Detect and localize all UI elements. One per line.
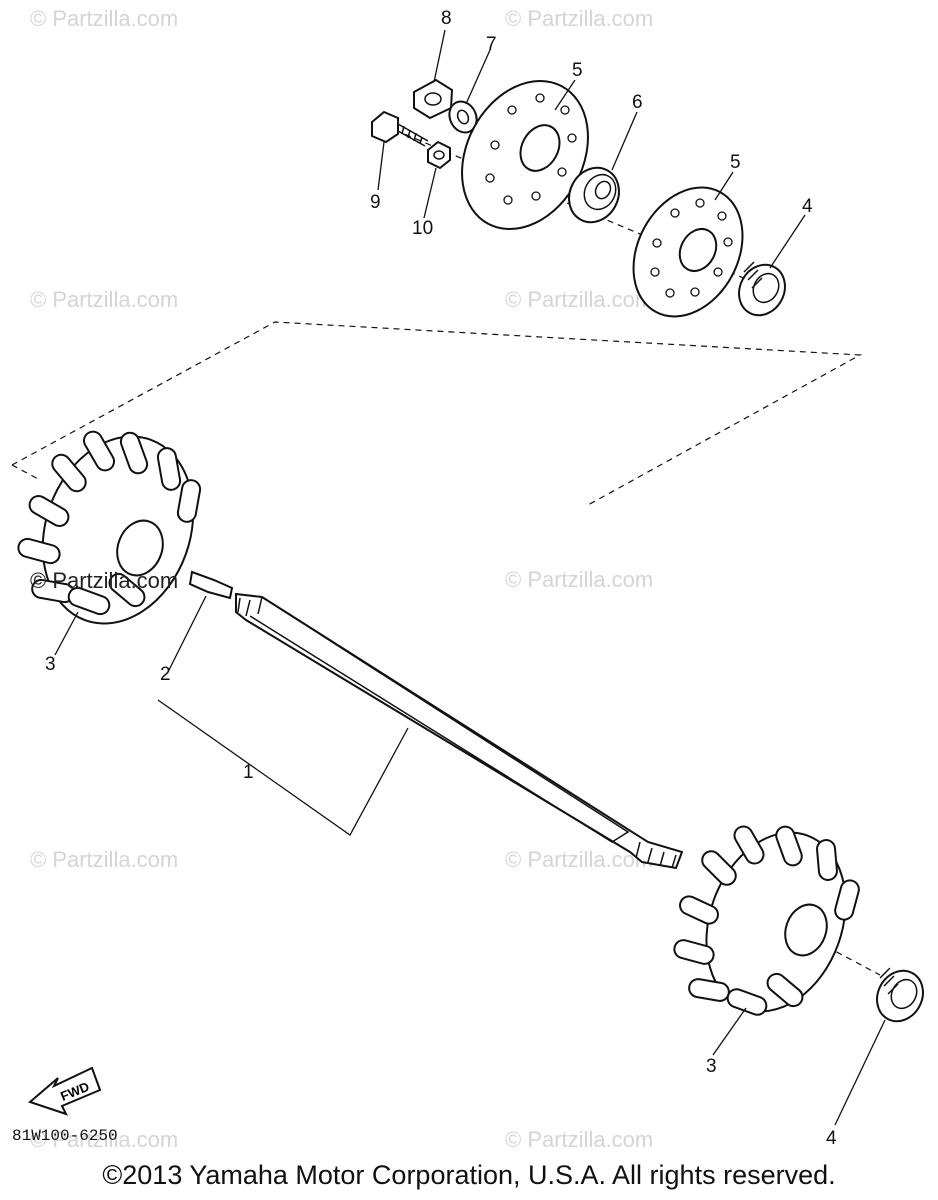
part-3-sprocket-right xyxy=(673,825,860,1016)
part-2-key xyxy=(188,570,234,600)
watermark: © Partzilla.com xyxy=(505,567,654,592)
watermark: © Partzilla.com xyxy=(505,1127,654,1152)
part-9-bolt xyxy=(371,110,429,147)
fwd-arrow-icon: FWD xyxy=(28,1066,102,1116)
watermark: © Partzilla.com xyxy=(30,6,179,31)
leader-5-lower xyxy=(714,171,734,201)
leader-4-lower xyxy=(834,1019,886,1126)
leader-10 xyxy=(423,167,437,219)
part-5-plate-upper xyxy=(461,79,589,231)
watermark: © Partzilla.com xyxy=(505,6,654,31)
callout-5-lower: 5 xyxy=(730,152,741,173)
leader-3-left xyxy=(54,611,79,656)
watermark: © Partzilla.com xyxy=(30,847,179,872)
callout-8: 8 xyxy=(441,8,452,29)
leader-2 xyxy=(167,595,207,673)
leader-8 xyxy=(433,29,446,83)
part-7-washer xyxy=(448,100,478,134)
part-8-nut xyxy=(413,78,454,120)
watermark: © Partzilla.com xyxy=(505,287,654,312)
callout-3-left: 3 xyxy=(45,654,56,675)
part-4-clamp-upper xyxy=(738,261,786,317)
part-4-clamp-lower xyxy=(876,967,924,1023)
leader-6 xyxy=(611,111,638,171)
part-10-nut xyxy=(427,140,451,170)
watermark-center: © Partzilla.com xyxy=(30,568,179,593)
diagram-code: 81W100-6250 xyxy=(12,1127,118,1145)
callout-1: 1 xyxy=(243,762,254,783)
watermark: © Partzilla.com xyxy=(30,1127,179,1152)
callout-4-upper: 4 xyxy=(802,196,813,217)
callout-5-upper: 5 xyxy=(572,60,583,81)
leader-3-right xyxy=(712,1007,747,1056)
part-5-plate-lower xyxy=(632,186,744,318)
part-1-bracket xyxy=(157,699,409,836)
callout-7: 7 xyxy=(486,34,497,55)
callout-9: 9 xyxy=(370,192,381,213)
leader-7 xyxy=(465,49,491,105)
callout-3-right: 3 xyxy=(706,1056,717,1077)
leader-9 xyxy=(377,141,385,191)
leader-4-upper xyxy=(769,214,806,269)
callout-2: 2 xyxy=(160,664,171,685)
assembly-outline-left xyxy=(11,464,41,481)
watermark: © Partzilla.com xyxy=(30,287,179,312)
leader-5-upper xyxy=(554,79,576,111)
copyright-notice: ©2013 Yamaha Motor Corporation, U.S.A. A… xyxy=(102,1160,836,1190)
part-1-shaft xyxy=(235,592,684,870)
callout-4-lower: 4 xyxy=(826,1128,837,1149)
callout-6: 6 xyxy=(632,92,643,113)
part-3-sprocket-left xyxy=(17,430,202,625)
callout-10: 10 xyxy=(412,218,434,239)
part-6-bearing xyxy=(568,166,620,224)
